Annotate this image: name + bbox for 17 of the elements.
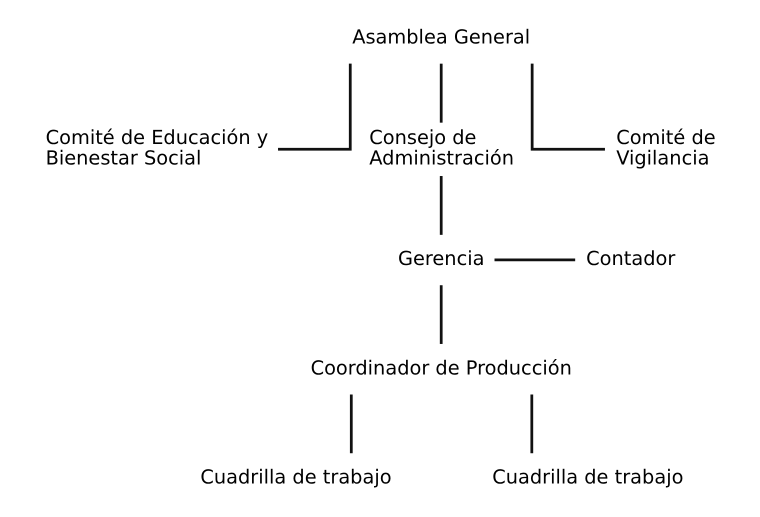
node-text: Comité de Vigilancia: [616, 126, 716, 170]
connector: [494, 258, 576, 262]
node-text: Contador: [586, 247, 676, 270]
connector: [440, 285, 443, 344]
node-text: Cuadrilla de trabajo: [492, 466, 684, 489]
connector: [278, 64, 352, 151]
connector: [440, 176, 443, 235]
node-text: Consejo de Administración: [369, 126, 514, 170]
connector: [530, 64, 605, 151]
node-text: Asamblea General: [352, 26, 530, 49]
node-text: Coordinador de Producción: [310, 356, 572, 380]
node-text: Cuadrilla de trabajo: [200, 466, 392, 489]
connector: [440, 64, 443, 123]
node-text: Gerencia: [398, 247, 484, 270]
node-text: Comité de Educación y Bienestar Social: [46, 126, 268, 170]
connector: [350, 394, 353, 454]
connector: [530, 394, 534, 454]
